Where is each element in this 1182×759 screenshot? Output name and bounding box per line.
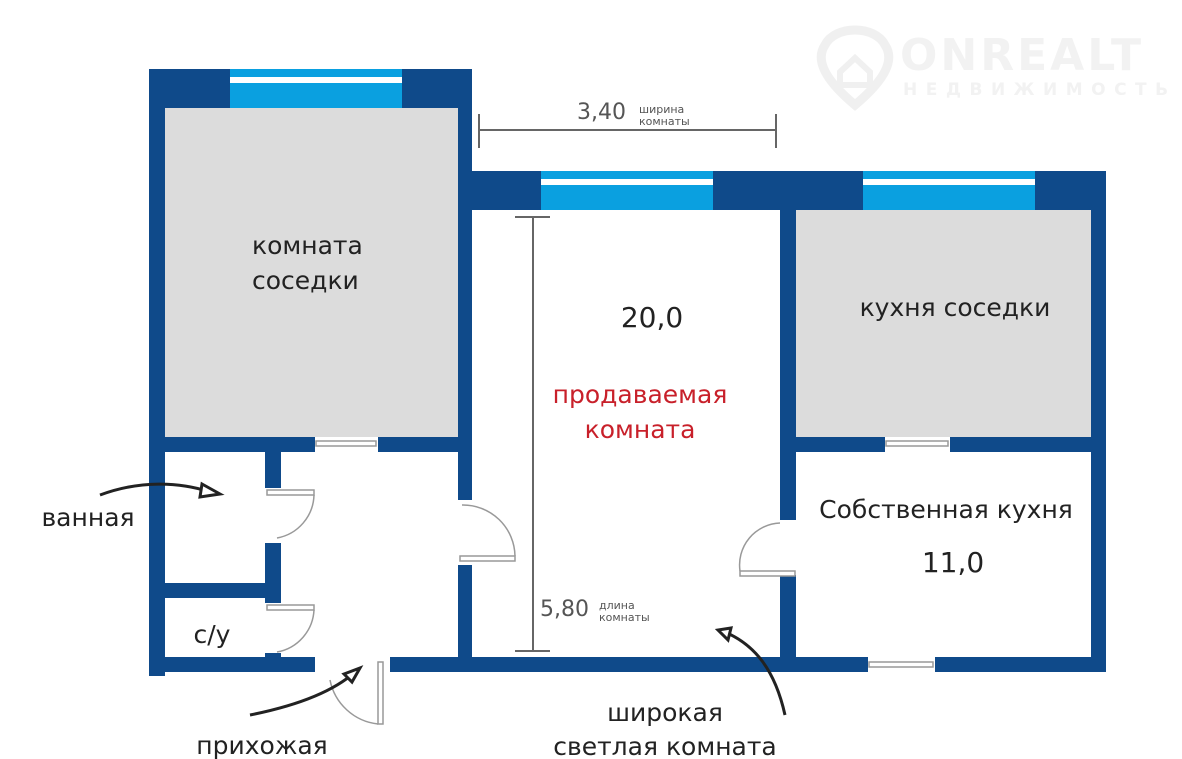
sold-room-label-1: продаваемая xyxy=(552,380,728,409)
dimension-lines xyxy=(478,114,777,652)
doors xyxy=(266,440,949,725)
logo-pin-icon xyxy=(816,25,894,111)
note-label-2: светлая комната xyxy=(553,732,777,759)
windows xyxy=(230,69,1035,210)
neighbor-kitchen-label: кухня соседки xyxy=(859,293,1051,322)
sold-room-area: 20,0 xyxy=(620,301,684,334)
logo-tagline: НЕДВИЖИМОСТЬ xyxy=(903,80,1177,100)
neighbor-kitchen-area xyxy=(796,210,1091,437)
arrows xyxy=(99,481,787,717)
width-label-1: ширина xyxy=(639,103,685,116)
width-label-2: комнаты xyxy=(639,115,690,128)
neighbor-room-label-2: соседки xyxy=(252,266,359,295)
hallway-label: прихожая xyxy=(196,731,328,759)
neighbor-room-label-1: комната xyxy=(252,231,363,260)
note-label-1: широкая xyxy=(607,698,723,727)
own-kitchen-label: Собственная кухня xyxy=(819,495,1073,524)
bathroom-label: ванная xyxy=(41,503,135,532)
length-value: 5,80 xyxy=(540,597,589,622)
own-kitchen-area: 11,0 xyxy=(921,546,985,579)
logo-watermark: ONREALT xyxy=(900,30,1144,81)
length-label-1: длина xyxy=(599,599,635,612)
toilet-label: с/у xyxy=(193,620,231,649)
length-label-2: комнаты xyxy=(599,611,650,624)
neighbor-room-area xyxy=(165,108,458,437)
sold-room-label-2: комната xyxy=(584,415,696,444)
width-value: 3,40 xyxy=(577,100,626,125)
